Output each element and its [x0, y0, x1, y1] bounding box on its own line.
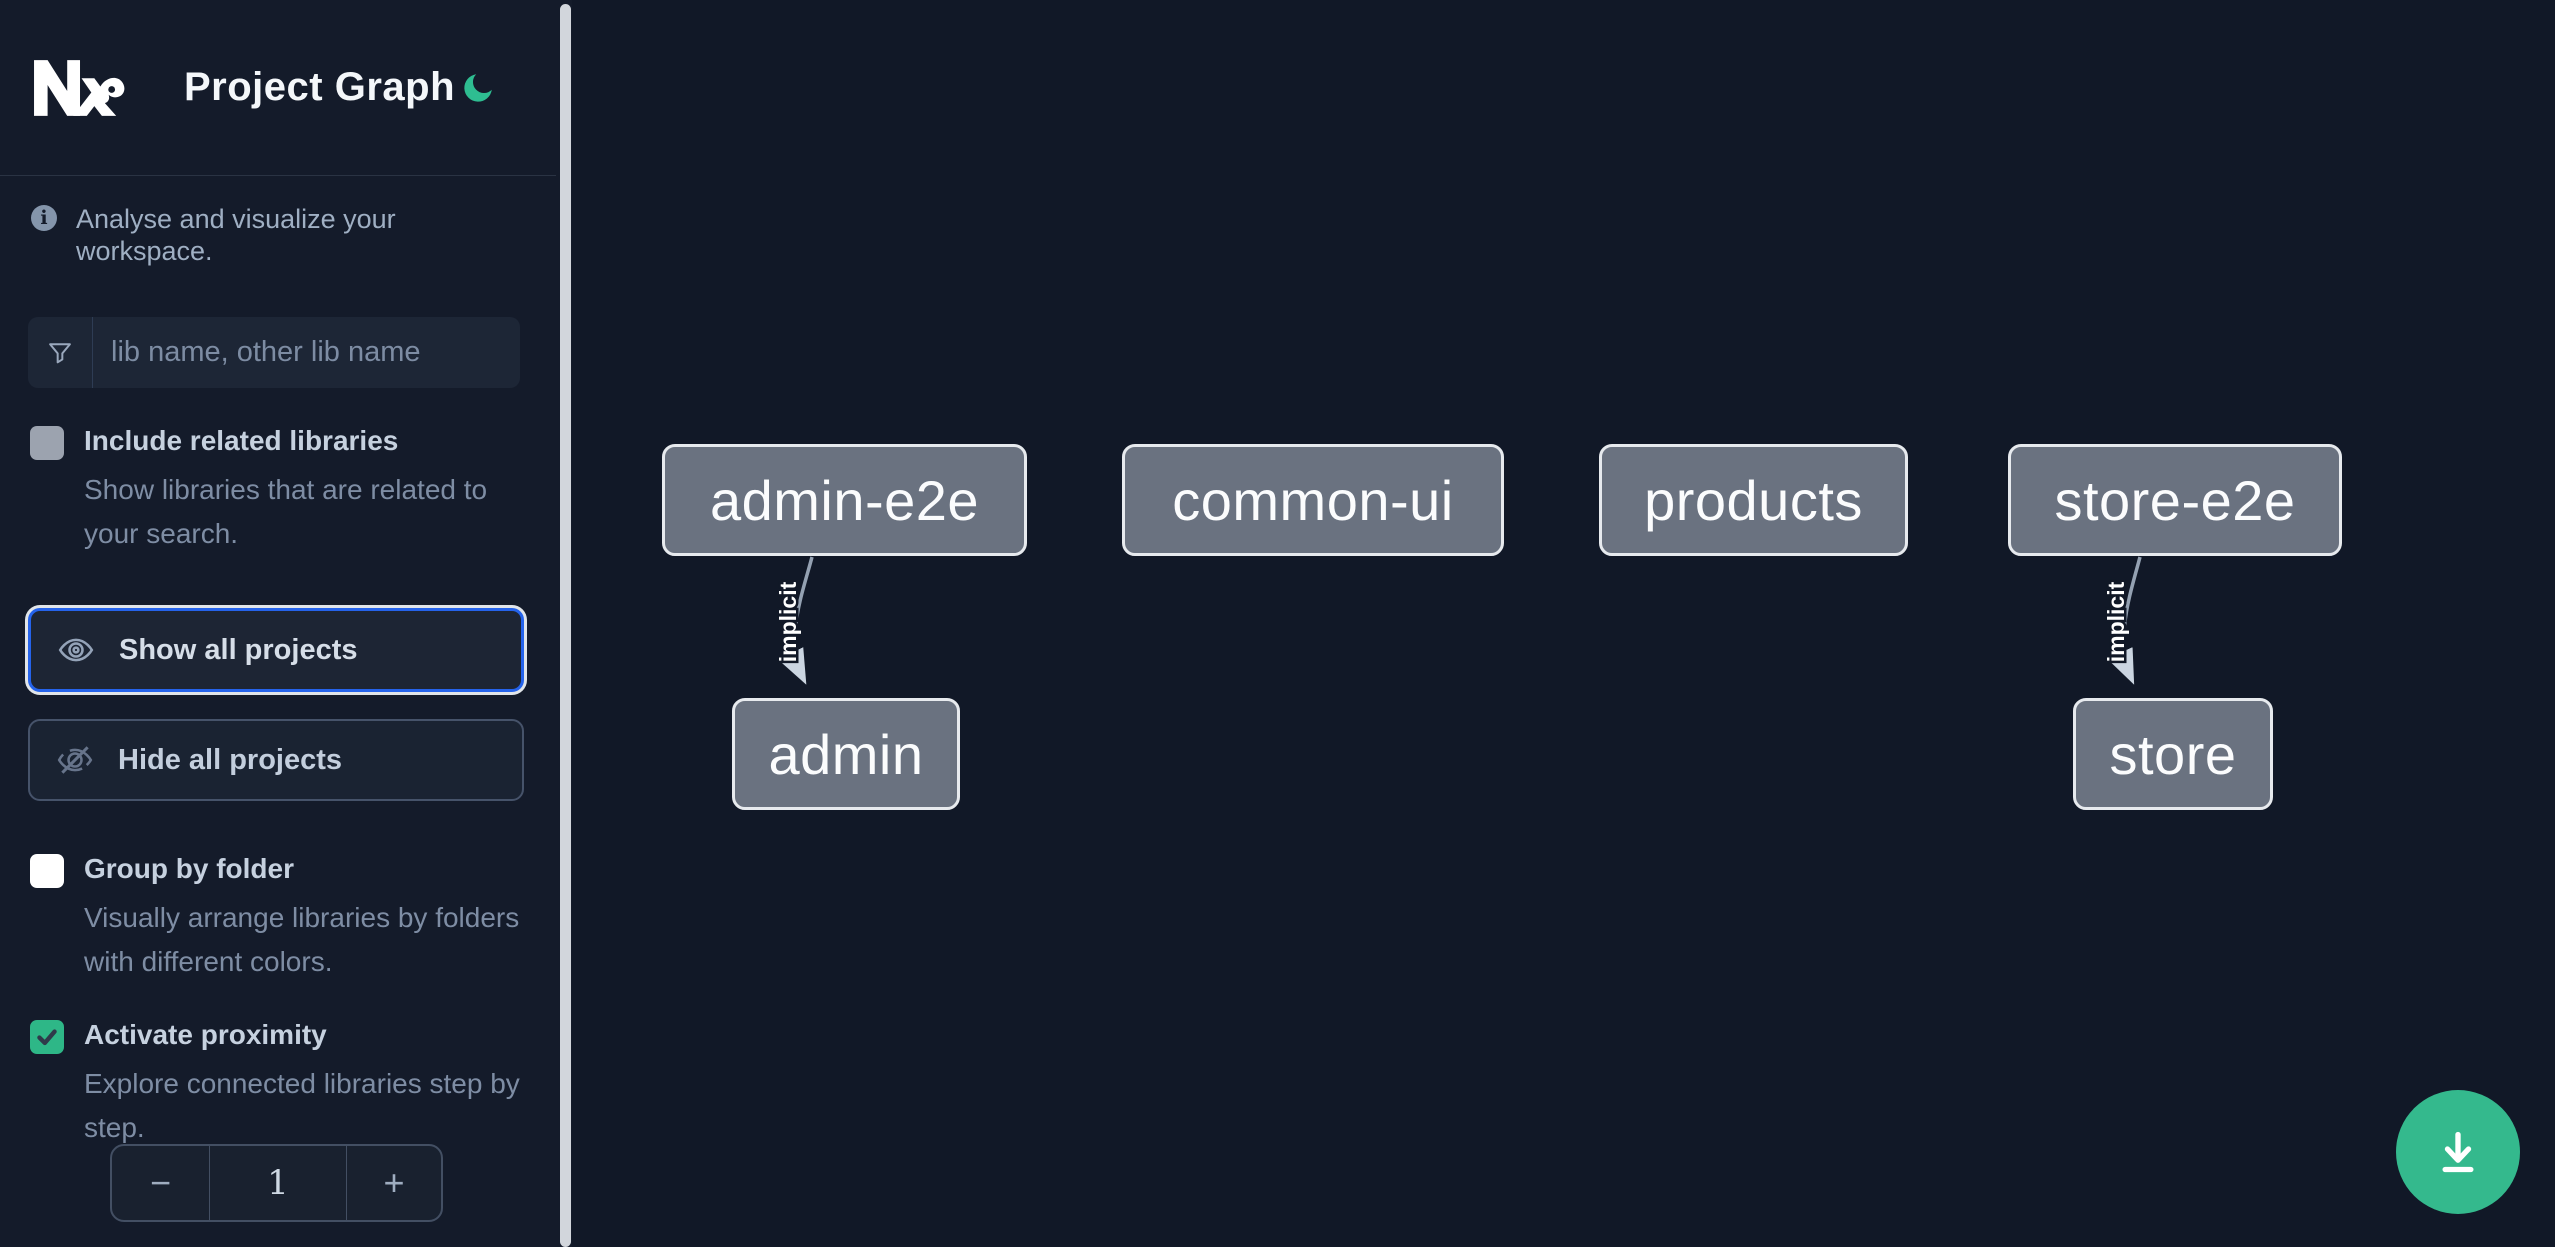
- sidebar-scrollbar[interactable]: [560, 4, 571, 1247]
- sidebar-scroll-track: [556, 0, 572, 1247]
- download-graph-button[interactable]: [2396, 1090, 2520, 1214]
- hide-all-projects-button[interactable]: Hide all projects: [28, 719, 524, 801]
- toggle-description: Explore connected libraries step by step…: [84, 1068, 520, 1143]
- moon-icon[interactable]: [460, 70, 496, 106]
- depth-value[interactable]: 1: [210, 1146, 347, 1220]
- include-related-checkbox[interactable]: [30, 426, 64, 460]
- edge-label-implicit: implicit: [775, 581, 801, 662]
- funnel-icon: [28, 317, 93, 388]
- graph-node-admin[interactable]: admin: [732, 698, 960, 810]
- graph-node-store[interactable]: store: [2073, 698, 2273, 810]
- graph-canvas[interactable]: implicit implicit admin-e2e common-ui pr…: [572, 0, 2555, 1247]
- show-all-projects-button[interactable]: Show all projects: [28, 608, 524, 692]
- graph-node-common-ui[interactable]: common-ui: [1122, 444, 1504, 556]
- workspace-info: i Analyse and visualize your workspace.: [31, 203, 523, 267]
- decrement-button[interactable]: −: [112, 1146, 210, 1220]
- increment-button[interactable]: +: [383, 1162, 405, 1203]
- sidebar-header: Project Graph: [0, 0, 556, 176]
- filter-input[interactable]: [93, 317, 520, 388]
- edge-store-e2e-store: [2107, 556, 2142, 685]
- graph-node-products[interactable]: products: [1599, 444, 1908, 556]
- toggle-include-related: Include related libraries Show libraries…: [30, 424, 524, 556]
- toggle-label: Activate proximity: [84, 1019, 327, 1050]
- activate-proximity-checkbox[interactable]: [30, 1020, 64, 1054]
- nx-logo-icon: [34, 59, 125, 116]
- eye-off-icon: [57, 746, 93, 774]
- graph-node-admin-e2e[interactable]: admin-e2e: [662, 444, 1027, 556]
- proximity-depth-stepper: − 1 +: [110, 1144, 443, 1222]
- group-by-folder-checkbox[interactable]: [30, 854, 64, 888]
- check-icon: [37, 1029, 57, 1046]
- sidebar: Project Graph i Analyse and visualize yo…: [0, 0, 556, 1247]
- toggle-description: Visually arrange libraries by folders wi…: [84, 902, 520, 977]
- info-text: Analyse and visualize your workspace.: [76, 204, 396, 266]
- page-title: Project Graph: [184, 65, 456, 109]
- info-icon: i: [31, 205, 57, 231]
- edge-admin-e2e-admin: [778, 556, 814, 685]
- graph-edges: implicit implicit: [773, 556, 2142, 685]
- toggle-group-by-folder: Group by folder Visually arrange librari…: [30, 852, 524, 984]
- button-label: Show all projects: [119, 633, 358, 666]
- graph-node-store-e2e[interactable]: store-e2e: [2008, 444, 2342, 556]
- button-label: Hide all projects: [118, 743, 343, 776]
- toggle-activate-proximity: Activate proximity Explore connected lib…: [30, 1018, 524, 1150]
- download-icon: [2442, 1131, 2474, 1173]
- toggle-label: Group by folder: [84, 853, 294, 884]
- filter-box: [28, 317, 520, 388]
- edge-label-implicit: implicit: [2103, 581, 2129, 662]
- eye-icon: [58, 638, 94, 662]
- toggle-label: Include related libraries: [84, 425, 399, 456]
- toggle-description: Show libraries that are related to your …: [84, 474, 488, 549]
